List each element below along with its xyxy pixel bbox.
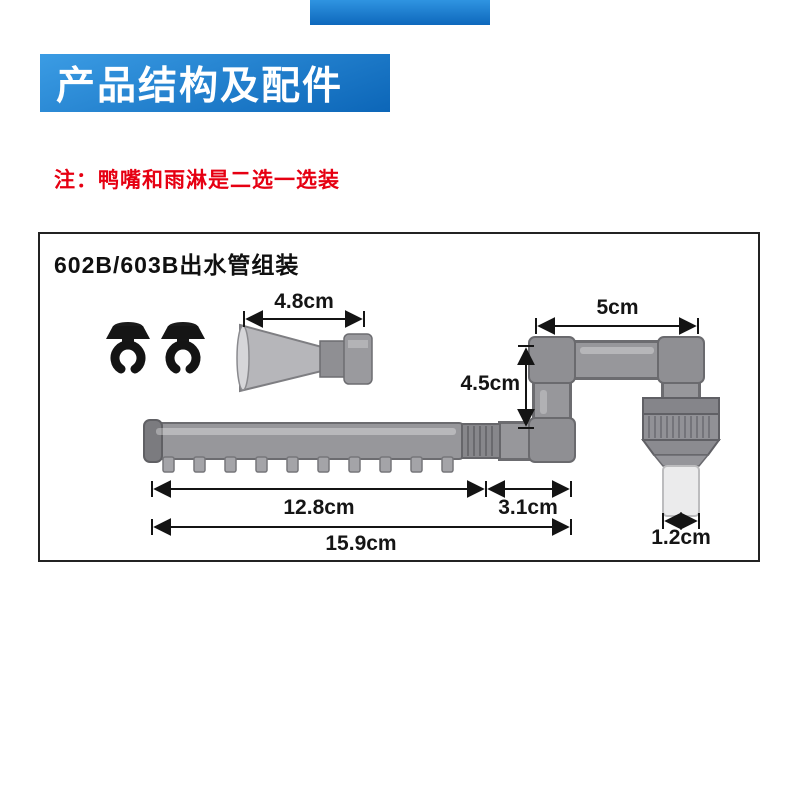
elbow-fitting [657, 336, 705, 384]
section-banner: 产品结构及配件 [40, 54, 390, 112]
dimension-top-pipe-length: 5cm [596, 296, 639, 319]
outlet-collar [641, 397, 721, 467]
outlet-pipe-assembly [143, 336, 721, 517]
elbow-fitting [528, 417, 576, 463]
suction-clip [161, 322, 205, 374]
elbow-fitting [528, 336, 576, 384]
dimension-riser-height: 4.5cm [460, 372, 520, 395]
suction-cup-clips [106, 322, 205, 374]
banner-title: 产品结构及配件 [56, 65, 344, 108]
spray-nozzle-stubs [162, 456, 454, 473]
dimension-elbow-width: 3.1cm [498, 496, 558, 519]
dimension-overall-length: 15.9cm [325, 532, 397, 555]
suction-clip [106, 322, 150, 374]
top-banner-fragment [310, 0, 490, 25]
panel-title: 602B/603B出水管组装 [54, 252, 300, 278]
duckbill-nozzle [236, 323, 373, 393]
diagram-panel: 602B/603B出水管组装 [38, 232, 760, 562]
ribbed-coupling [461, 423, 501, 459]
dimension-lines [151, 310, 700, 536]
dimension-spray-bar-length: 12.8cm [283, 496, 355, 519]
dimension-duckbill-width: 4.8cm [274, 290, 334, 313]
dimension-outlet-diameter: 1.2cm [651, 526, 711, 549]
spray-bar [143, 419, 465, 463]
white-outlet-tube [662, 465, 700, 517]
note-text: 注：鸭嘴和雨淋是二选一选装 [54, 169, 340, 192]
